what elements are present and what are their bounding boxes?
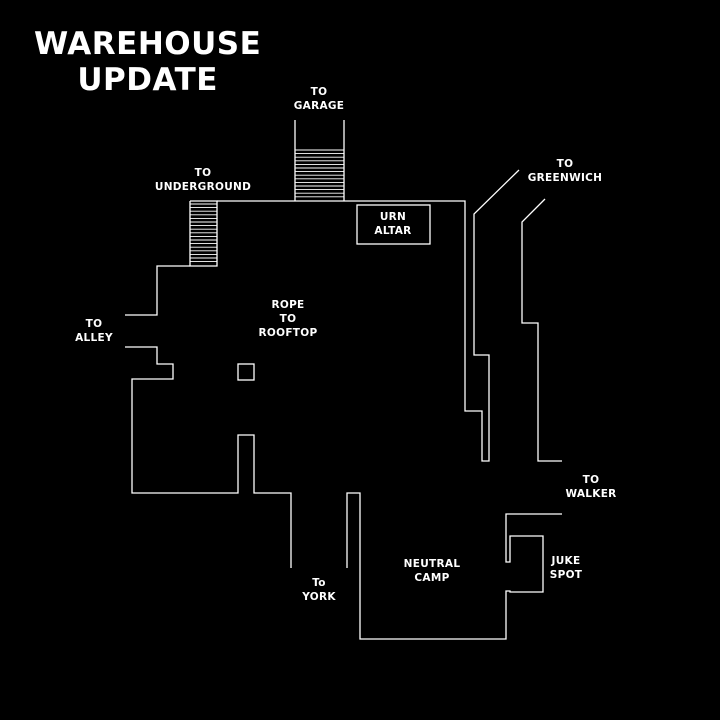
label-line: To <box>312 577 326 589</box>
west-wall-lower <box>125 346 292 568</box>
label-to-garage: TO GARAGE <box>294 85 345 113</box>
label-to-underground: TO UNDERGROUND <box>155 166 251 194</box>
label-line: TO <box>85 318 103 330</box>
label-line: ALLEY <box>75 332 113 344</box>
main-wall-north-east <box>217 169 520 462</box>
neutral-camp-wall <box>346 492 562 640</box>
title-line-1: WAREHOUSE <box>34 26 262 62</box>
pillar <box>237 363 255 381</box>
label-to-greenwich: TO GREENWICH <box>528 157 603 185</box>
label-urn-altar: URN ALTAR <box>374 210 411 238</box>
label-line: TO <box>194 167 212 179</box>
west-wall-upper <box>125 265 190 316</box>
label-line: ROOFTOP <box>258 327 318 339</box>
urn-altar-box <box>356 204 431 245</box>
label-to-walker: TO WALKER <box>565 473 616 501</box>
label-line: ROPE <box>271 299 305 311</box>
label-line: ALTAR <box>374 225 412 237</box>
label-line: TO <box>582 474 600 486</box>
map-title: WAREHOUSE UPDATE <box>34 26 261 98</box>
title-line-2: UPDATE <box>77 62 218 98</box>
label-line: GREENWICH <box>527 172 603 184</box>
label-line: CAMP <box>414 572 450 584</box>
greenwich-wall <box>521 198 562 462</box>
label-juke-spot: JUKE SPOT <box>550 554 583 582</box>
label-rope-to-rooftop: ROPE TO ROOFTOP <box>259 298 318 340</box>
label-line: NEUTRAL <box>403 558 461 570</box>
label-line: TO <box>279 313 297 325</box>
label-line: TO <box>556 158 574 170</box>
label-line: SPOT <box>549 569 583 581</box>
label-line: UNDERGROUND <box>154 181 252 193</box>
underground-stair-outline <box>189 200 218 267</box>
label-neutral-camp: NEUTRAL CAMP <box>404 557 461 585</box>
label-to-alley: TO ALLEY <box>75 317 113 345</box>
label-line: WALKER <box>565 488 617 500</box>
label-line: TO <box>310 86 328 98</box>
label-line: GARAGE <box>293 100 345 112</box>
label-line: JUKE <box>551 555 581 567</box>
label-line: YORK <box>302 591 336 603</box>
label-line: URN <box>379 211 407 223</box>
stairs <box>190 149 344 263</box>
